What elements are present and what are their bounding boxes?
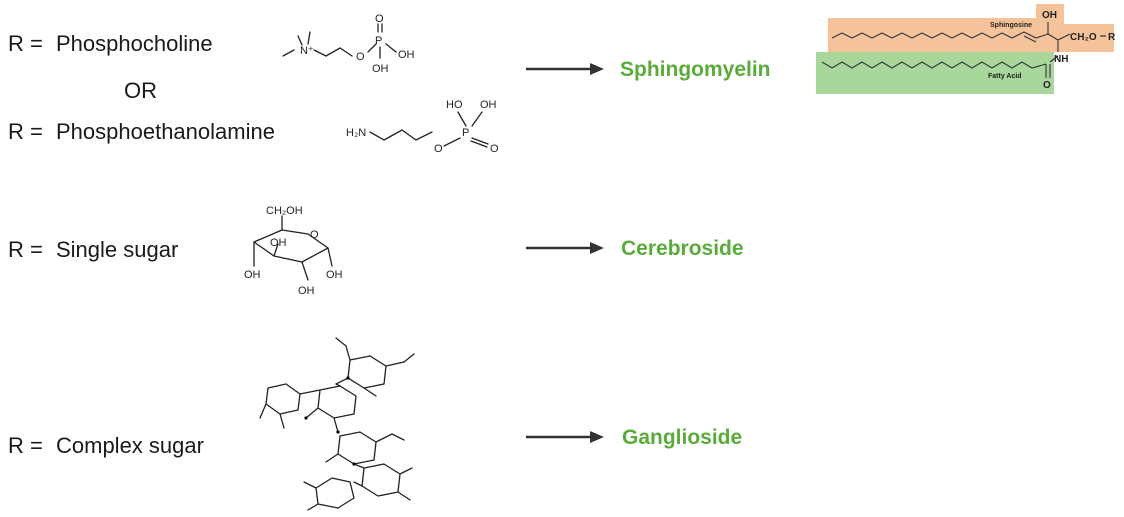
fatty-acid-box	[816, 52, 1054, 94]
r-label-1: R =	[8, 31, 43, 56]
r-label-3: R =	[8, 237, 43, 262]
oh-text: HO	[446, 99, 463, 111]
sphingomyelin-structure: Sphingosine Fatty Acid OH CH₂O R NH O	[816, 4, 1116, 94]
o-text: O	[356, 51, 365, 63]
oh-text: OH	[372, 63, 389, 75]
fatty-acid-label: Fatty Acid	[988, 73, 1022, 80]
sphingosine-box	[828, 18, 1044, 52]
arrow-ganglioside	[526, 431, 604, 443]
r-label-2: R =	[8, 119, 43, 144]
result-ganglioside: Ganglioside	[622, 426, 743, 449]
sphingosine-box-top	[1036, 4, 1064, 52]
oh-text: OH	[244, 269, 261, 281]
n-plus-text: N⁺	[300, 45, 314, 57]
o-text: O	[1043, 80, 1051, 91]
label-phosphoethanolamine: Phosphoethanolamine	[56, 119, 275, 144]
label-complex-sugar: Complex sugar	[56, 433, 204, 458]
oh-text: OH	[1042, 10, 1057, 21]
r-text: R	[1108, 32, 1116, 43]
oh-text: OH	[480, 99, 497, 111]
o-text: O	[490, 143, 499, 155]
o-text: O	[375, 14, 384, 25]
glucose-structure: CH₂OH O OH OH OH OH	[244, 205, 343, 297]
sphingosine-label: Sphingosine	[990, 22, 1032, 29]
h2n-text: H₂N	[346, 127, 366, 139]
ch2o-text: CH₂O	[1070, 32, 1097, 43]
o-text: O	[434, 143, 443, 155]
label-single-sugar: Single sugar	[56, 237, 179, 262]
oh-text: OH	[398, 49, 415, 61]
result-sphingomyelin: Sphingomyelin	[620, 58, 771, 81]
phosphocholine-structure: N⁺ O O P OH OH	[282, 14, 415, 75]
p-text: P	[375, 35, 382, 47]
ch2oh-text: CH₂OH	[266, 205, 303, 217]
label-phosphocholine: Phosphocholine	[56, 31, 213, 56]
oh-text: OH	[298, 285, 315, 297]
o-text: O	[310, 229, 319, 241]
arrow-sphingomyelin	[526, 63, 604, 75]
oh-text: OH	[270, 237, 287, 249]
phosphoethanolamine-structure: H₂N O P HO OH O	[346, 99, 499, 155]
result-cerebroside: Cerebroside	[621, 237, 744, 260]
arrow-cerebroside	[526, 242, 604, 254]
sphingosine-box-right	[1064, 24, 1114, 52]
separator-or: OR	[124, 78, 157, 103]
oh-text: OH	[326, 269, 343, 281]
p-text: P	[462, 127, 469, 139]
nh-text: NH	[1054, 54, 1068, 65]
complex-sugar-structure	[259, 337, 415, 511]
r-label-4: R =	[8, 433, 43, 458]
